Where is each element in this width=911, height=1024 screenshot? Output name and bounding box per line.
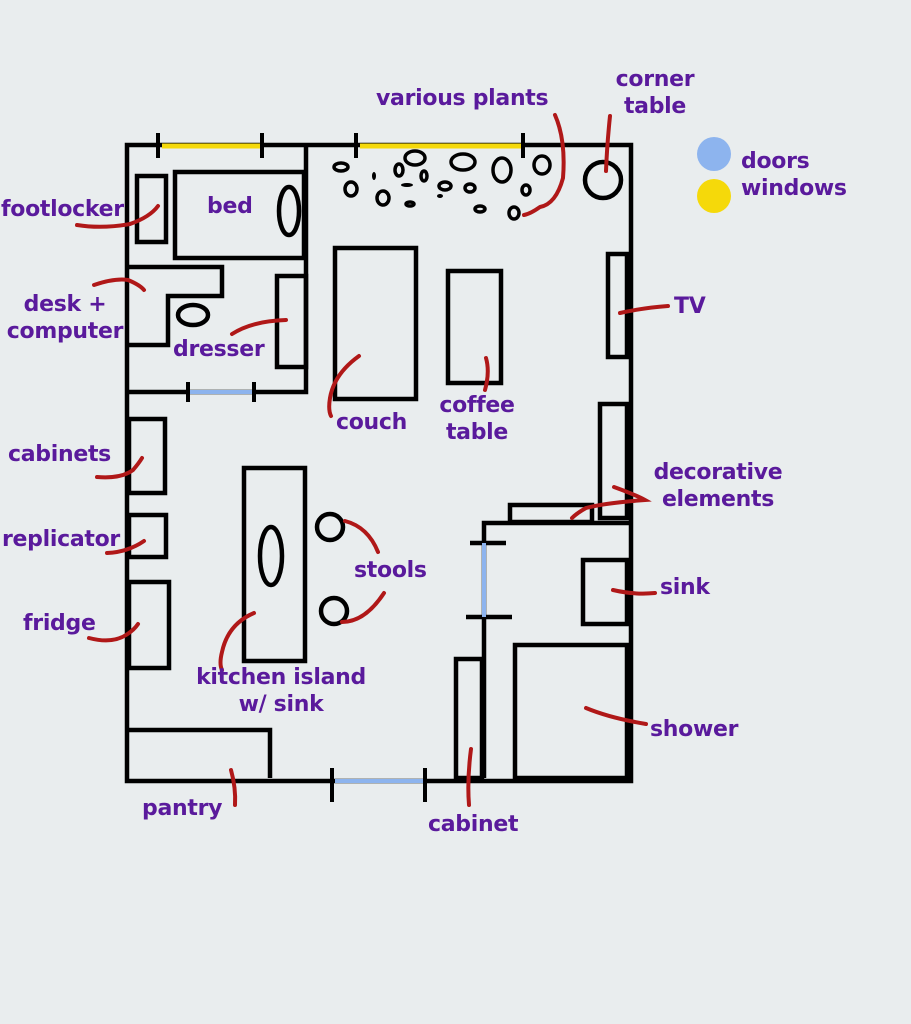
pointer-plants <box>522 113 566 217</box>
pointer-cabinets <box>95 456 144 480</box>
pantry-shape <box>129 727 273 778</box>
kitchen-island-shape <box>241 465 308 664</box>
stool-shape <box>314 511 346 543</box>
tv-shape <box>605 251 630 360</box>
pointer-dresser <box>230 318 288 336</box>
pointer-footlocker <box>75 204 160 229</box>
label-coffee-table: coffee table <box>428 392 526 446</box>
label-sink: sink <box>660 575 710 600</box>
label-cabinets: cabinets <box>8 442 111 467</box>
pointer-tv <box>618 304 670 315</box>
legend-window-swatch <box>697 179 731 213</box>
label-kitchen-island: kitchen island w/ sink <box>186 664 376 718</box>
pointer-desk <box>92 277 146 292</box>
jamb-ticks <box>156 133 525 802</box>
label-footlocker: footlocker <box>1 197 124 222</box>
label-bed: bed <box>207 194 253 219</box>
label-decorative-elements: decorative elements <box>645 459 791 513</box>
label-kitchen-island-line2: w/ sink <box>238 692 324 717</box>
island-sink-shape <box>257 524 285 588</box>
label-desk-line2: computer <box>6 319 124 344</box>
legend-windows-label: windows <box>741 176 847 201</box>
label-corner-table: corner table <box>606 66 704 120</box>
pointer-fridge <box>87 622 140 643</box>
plants-group <box>332 149 552 221</box>
pointer-island <box>218 611 256 672</box>
bed-shape <box>172 169 307 261</box>
pointer-couch <box>327 354 361 418</box>
desk-shape <box>129 264 225 348</box>
stool-shape <box>318 595 350 627</box>
couch-shape <box>332 245 419 402</box>
legend-door-swatch <box>697 137 731 171</box>
pointer-shower <box>584 706 648 726</box>
label-corner-table-line1: corner <box>615 67 695 92</box>
label-corner-table-line2: table <box>623 94 687 119</box>
coffee-table-shape <box>445 268 504 386</box>
decorative-vertical-shape <box>597 401 630 521</box>
pointer-pantry <box>229 768 238 807</box>
legend-doors-label: doors <box>741 149 810 174</box>
pointer-replicator <box>105 539 146 555</box>
shower-shape <box>512 642 630 781</box>
pointer-stools-lower <box>340 591 386 624</box>
label-shower: shower <box>650 717 739 742</box>
pointer-lines <box>75 113 670 807</box>
label-various-plants: various plants <box>376 86 549 111</box>
label-couch: couch <box>336 410 408 435</box>
label-desk-line1: desk + <box>23 292 107 317</box>
label-fridge: fridge <box>23 611 96 636</box>
pointer-decorative <box>570 485 652 520</box>
label-tv: TV <box>674 294 706 319</box>
label-coffee-table-line1: coffee <box>439 393 515 418</box>
bed-pillow <box>276 184 302 238</box>
label-stools: stools <box>354 558 427 583</box>
pointer-corner-table <box>604 114 612 173</box>
pointer-coffee-table <box>483 356 490 392</box>
pointer-stools-upper <box>343 519 380 554</box>
label-replicator: replicator <box>2 527 120 552</box>
label-coffee-table-line2: table <box>445 420 509 445</box>
label-cabinet: cabinet <box>428 812 519 837</box>
fridge-shape <box>126 579 172 671</box>
cabinets-shape <box>126 416 168 496</box>
label-dresser: dresser <box>173 337 265 362</box>
corner-table-shape <box>582 159 624 201</box>
pointer-sink <box>611 588 657 596</box>
label-decorative-line2: elements <box>661 487 775 512</box>
label-kitchen-island-line1: kitchen island <box>196 665 366 690</box>
computer-shape <box>175 302 211 328</box>
footlocker-shape <box>134 173 169 245</box>
replicator-shape <box>126 512 169 560</box>
plant-specks <box>372 172 443 198</box>
label-decorative-line1: decorative <box>653 460 783 485</box>
label-desk-computer: desk + computer <box>3 291 127 345</box>
label-pantry: pantry <box>142 796 223 821</box>
pointer-cabinet <box>466 747 473 807</box>
